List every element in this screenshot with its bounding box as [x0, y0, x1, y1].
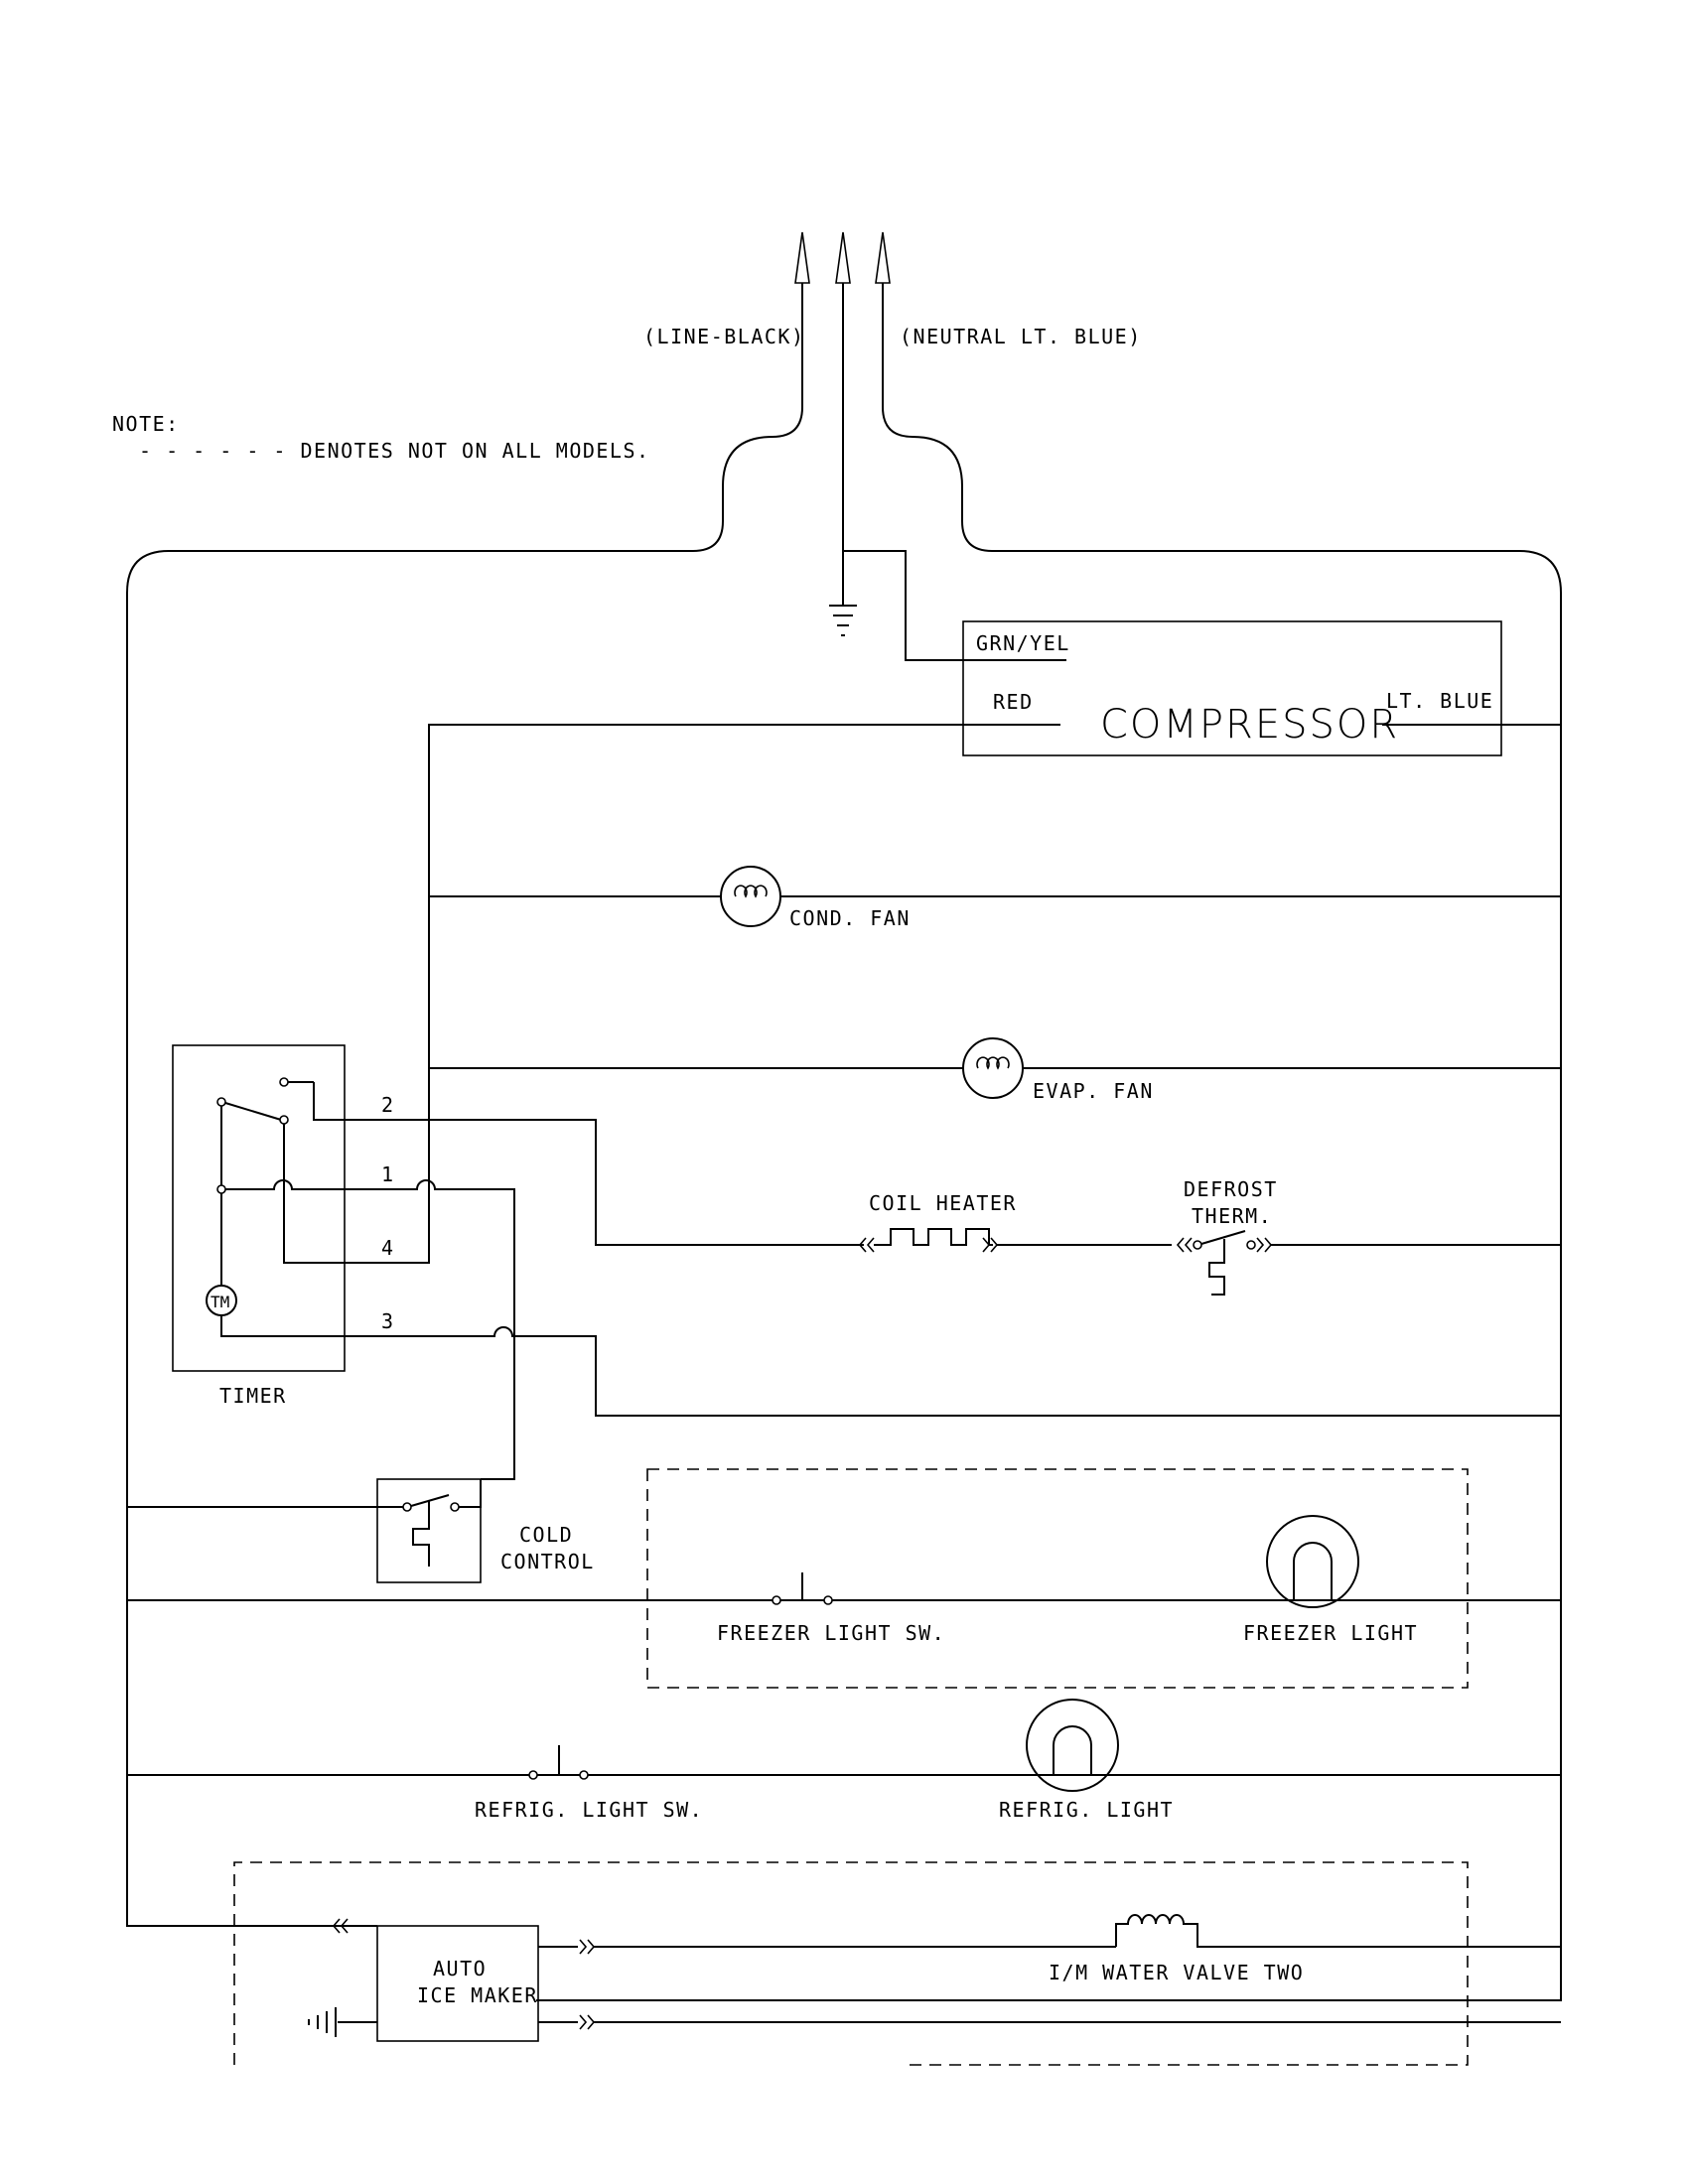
- cold-control-label-2: CONTROL: [500, 1550, 595, 1573]
- coil-heater: [858, 1228, 1172, 1253]
- timer-terminal-3: 3: [381, 1309, 395, 1333]
- freezer-light-sw-label: FREEZER LIGHT SW.: [717, 1621, 945, 1645]
- cold-control: [127, 1478, 482, 1583]
- neutral-label: (NEUTRAL LT. BLUE): [900, 325, 1142, 348]
- evap-fan: [429, 1037, 1561, 1099]
- cond-fan-label: COND. FAN: [789, 906, 911, 930]
- timer: [172, 1044, 1561, 1480]
- compressor-ground-label: GRN/YEL: [976, 631, 1070, 655]
- evap-fan-label: EVAP. FAN: [1033, 1079, 1154, 1103]
- timer-terminal-1: 1: [381, 1162, 395, 1186]
- ice-maker-label-2: ICE MAKER: [417, 1983, 538, 2007]
- ice-maker-label-1: AUTO: [433, 1957, 487, 1980]
- timer-terminal-2: 2: [381, 1093, 395, 1117]
- freezer-light-label: FREEZER LIGHT: [1243, 1621, 1418, 1645]
- refrig-light-sw-label: REFRIG. LIGHT SW.: [475, 1798, 703, 1822]
- freezer-light-sw: [127, 1572, 1561, 1605]
- ground-icon: [829, 596, 857, 636]
- cold-control-label-1: COLD: [519, 1523, 573, 1547]
- auto-ice-maker: [332, 1918, 1561, 2042]
- power-cord: [126, 231, 1562, 2001]
- timer-label: TIMER: [219, 1384, 287, 1408]
- water-valve: [1115, 1914, 1561, 1948]
- optional-ice-maker-group: [233, 1861, 1469, 2066]
- refrig-light-label: REFRIG. LIGHT: [999, 1798, 1174, 1822]
- refrig-light-sw: [127, 1745, 1561, 1780]
- ice-maker-ground-icon: [308, 2007, 377, 2037]
- compressor-red-label: RED: [993, 690, 1034, 714]
- compressor-title: COMPRESSOR: [1100, 702, 1399, 748]
- defrost-therm-label-1: DEFROST: [1184, 1177, 1278, 1201]
- coil-heater-label: COIL HEATER: [869, 1191, 1017, 1215]
- defrost-therm: [1176, 1230, 1561, 1296]
- note-text: - - - - - - DENOTES NOT ON ALL MODELS.: [139, 439, 650, 463]
- freezer-light-bulb-icon: [1266, 1515, 1359, 1608]
- line-black-label: (LINE-BLACK): [643, 325, 805, 348]
- timer-motor-label: TM: [211, 1293, 229, 1311]
- timer-terminal-4: 4: [381, 1236, 395, 1260]
- compressor-blue-label: LT. BLUE: [1386, 689, 1493, 713]
- defrost-therm-label-2: THERM.: [1192, 1204, 1272, 1228]
- cond-fan: [429, 866, 1561, 927]
- optional-freezer-light-group: [646, 1468, 1469, 1689]
- refrig-light-bulb-icon: [1026, 1699, 1119, 1792]
- note-title: NOTE:: [112, 412, 180, 436]
- water-valve-label: I/M WATER VALVE TWO: [1049, 1961, 1304, 1984]
